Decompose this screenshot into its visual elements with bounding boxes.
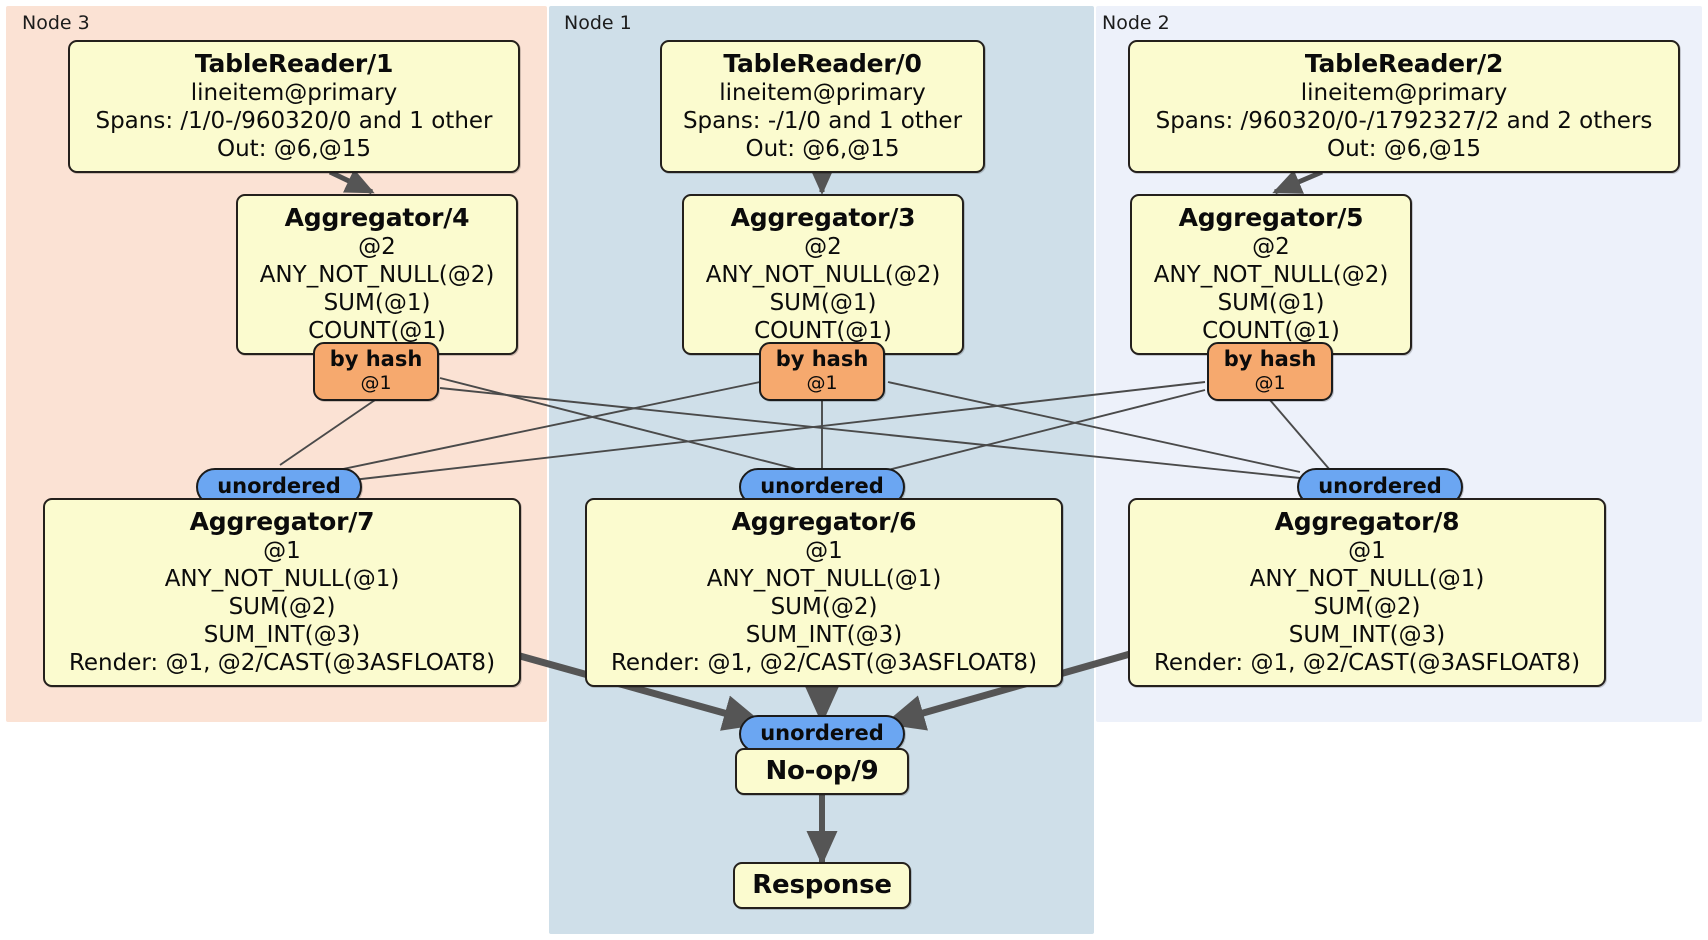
router-label: by hash bbox=[1223, 347, 1317, 371]
processor-line: SUM(@1) bbox=[769, 290, 877, 316]
processor-line: lineitem@primary bbox=[190, 80, 398, 106]
processor-line: Spans: -/1/0 and 1 other bbox=[682, 108, 963, 134]
processor-line: Render: @1, @2/CAST(@3ASFLOAT8) bbox=[68, 650, 496, 676]
node-panel-label-node2: Node 2 bbox=[1102, 12, 1170, 34]
processor-line: SUM(@1) bbox=[1217, 290, 1325, 316]
processor-line: SUM_INT(@3) bbox=[745, 622, 903, 648]
processor-line: COUNT(@1) bbox=[1202, 318, 1340, 344]
processor-line: ANY_NOT_NULL(@1) bbox=[706, 566, 942, 592]
processor-tablereader-2[interactable]: TableReader/2 lineitem@primary Spans: /9… bbox=[1128, 40, 1680, 173]
router-column: @1 bbox=[360, 372, 392, 394]
node-panel-label-node1: Node 1 bbox=[564, 12, 632, 34]
processor-title: Aggregator/7 bbox=[189, 507, 375, 536]
processor-title: Aggregator/6 bbox=[731, 507, 917, 536]
processor-line: lineitem@primary bbox=[1300, 80, 1508, 106]
processor-line: lineitem@primary bbox=[719, 80, 926, 106]
processor-title: Aggregator/3 bbox=[730, 203, 916, 232]
processor-title: Aggregator/5 bbox=[1178, 203, 1364, 232]
sync-label: unordered bbox=[760, 474, 884, 498]
processor-line: ANY_NOT_NULL(@2) bbox=[705, 262, 941, 288]
processor-line: SUM(@2) bbox=[228, 594, 336, 620]
processor-line: COUNT(@1) bbox=[754, 318, 892, 344]
sync-label: unordered bbox=[1318, 474, 1442, 498]
processor-line: @1 bbox=[1348, 538, 1386, 564]
processor-aggregator-4[interactable]: Aggregator/4 @2 ANY_NOT_NULL(@2) SUM(@1)… bbox=[236, 194, 518, 355]
node-panel-label-node3: Node 3 bbox=[22, 12, 90, 34]
processor-line: @2 bbox=[1252, 234, 1290, 260]
output-router-by-hash-center[interactable]: by hash @1 bbox=[759, 342, 885, 401]
processor-line: ANY_NOT_NULL(@1) bbox=[1249, 566, 1485, 592]
processor-title: TableReader/0 bbox=[723, 49, 922, 78]
output-router-by-hash-left[interactable]: by hash @1 bbox=[313, 342, 439, 401]
processor-line: @1 bbox=[263, 538, 301, 564]
processor-title: Aggregator/8 bbox=[1274, 507, 1460, 536]
processor-aggregator-5[interactable]: Aggregator/5 @2 ANY_NOT_NULL(@2) SUM(@1)… bbox=[1130, 194, 1412, 355]
processor-aggregator-6[interactable]: Aggregator/6 @1 ANY_NOT_NULL(@1) SUM(@2)… bbox=[585, 498, 1063, 687]
router-label: by hash bbox=[775, 347, 869, 371]
processor-line: Render: @1, @2/CAST(@3ASFLOAT8) bbox=[610, 650, 1038, 676]
processor-tablereader-1[interactable]: TableReader/1 lineitem@primary Spans: /1… bbox=[68, 40, 520, 173]
processor-line: SUM(@2) bbox=[1313, 594, 1421, 620]
sync-label: unordered bbox=[760, 721, 884, 745]
output-router-by-hash-right[interactable]: by hash @1 bbox=[1207, 342, 1333, 401]
processor-line: Out: @6,@15 bbox=[217, 136, 371, 162]
processor-line: Render: @1, @2/CAST(@3ASFLOAT8) bbox=[1153, 650, 1581, 676]
router-column: @1 bbox=[806, 372, 838, 394]
processor-line: Spans: /1/0-/960320/0 and 1 other bbox=[95, 108, 493, 134]
processor-title: Response bbox=[752, 870, 892, 900]
input-sync-unordered-right[interactable]: unordered bbox=[1297, 468, 1463, 506]
processor-title: Aggregator/4 bbox=[284, 203, 470, 232]
processor-line: Spans: /960320/0-/1792327/2 and 2 others bbox=[1155, 108, 1653, 134]
processor-line: Out: @6,@15 bbox=[745, 136, 900, 162]
processor-title: TableReader/2 bbox=[1304, 49, 1504, 78]
processor-line: @1 bbox=[805, 538, 843, 564]
processor-line: ANY_NOT_NULL(@2) bbox=[1153, 262, 1389, 288]
processor-title: No-op/9 bbox=[765, 756, 879, 786]
processor-line: SUM_INT(@3) bbox=[203, 622, 361, 648]
processor-title: TableReader/1 bbox=[194, 49, 394, 78]
processor-noop-9[interactable]: No-op/9 bbox=[735, 748, 909, 795]
router-column: @1 bbox=[1254, 372, 1286, 394]
processor-response[interactable]: Response bbox=[733, 862, 911, 909]
processor-aggregator-3[interactable]: Aggregator/3 @2 ANY_NOT_NULL(@2) SUM(@1)… bbox=[682, 194, 964, 355]
input-sync-unordered-final[interactable]: unordered bbox=[739, 715, 905, 753]
processor-line: SUM(@1) bbox=[323, 290, 431, 316]
processor-line: @2 bbox=[358, 234, 396, 260]
processor-line: @2 bbox=[804, 234, 842, 260]
processor-line: SUM_INT(@3) bbox=[1288, 622, 1446, 648]
processor-line: ANY_NOT_NULL(@1) bbox=[164, 566, 400, 592]
sync-label: unordered bbox=[217, 474, 341, 498]
processor-aggregator-7[interactable]: Aggregator/7 @1 ANY_NOT_NULL(@1) SUM(@2)… bbox=[43, 498, 521, 687]
processor-line: SUM(@2) bbox=[770, 594, 878, 620]
processor-aggregator-8[interactable]: Aggregator/8 @1 ANY_NOT_NULL(@1) SUM(@2)… bbox=[1128, 498, 1606, 687]
processor-tablereader-0[interactable]: TableReader/0 lineitem@primary Spans: -/… bbox=[660, 40, 985, 173]
processor-line: ANY_NOT_NULL(@2) bbox=[259, 262, 495, 288]
processor-line: COUNT(@1) bbox=[308, 318, 446, 344]
router-label: by hash bbox=[329, 347, 423, 371]
processor-line: Out: @6,@15 bbox=[1327, 136, 1481, 162]
